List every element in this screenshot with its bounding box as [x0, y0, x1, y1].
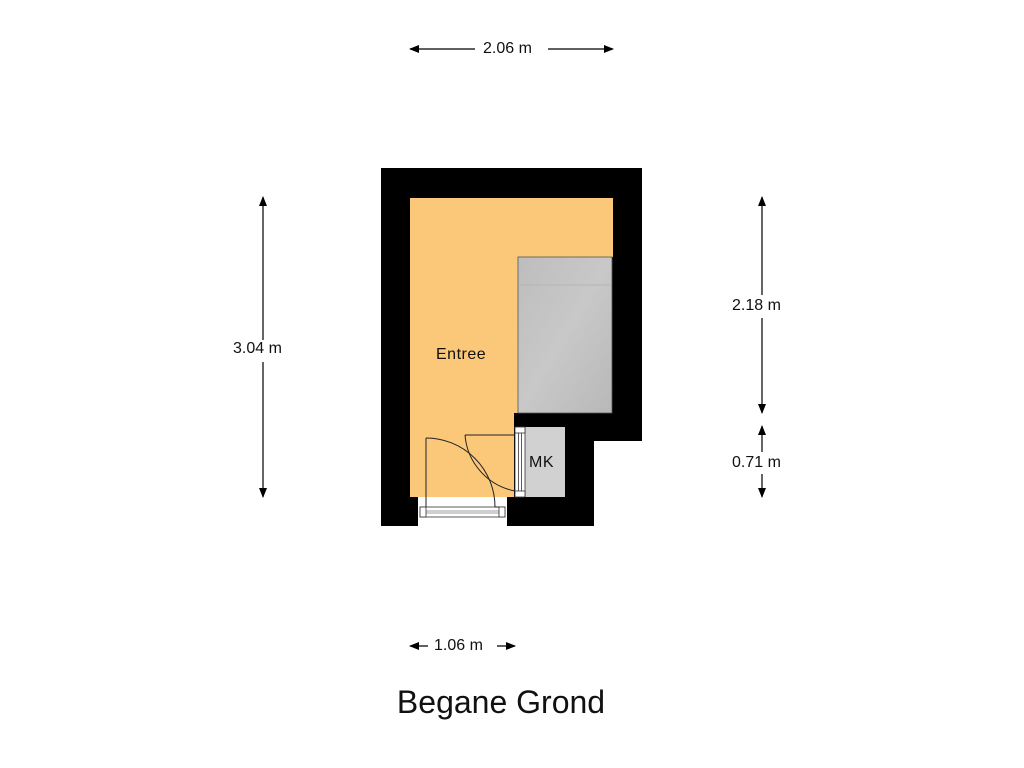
dimension-lines	[259, 45, 766, 650]
dimension-top-width: 2.06 m	[479, 40, 536, 58]
closet-door-frame	[514, 426, 526, 498]
room-label-mk: MK	[529, 454, 554, 471]
door-swings	[425, 434, 516, 508]
entrance-frame	[418, 497, 507, 526]
dimension-right-upper-height: 2.18 m	[728, 297, 785, 315]
floor-title: Begane Grond	[396, 684, 606, 720]
entree-floor	[410, 198, 613, 497]
dimension-left-height: 3.04 m	[229, 340, 286, 358]
room-label-entree: Entree	[436, 346, 487, 363]
mk-closet-floor	[525, 427, 565, 497]
dimension-right-lower-height: 0.71 m	[728, 454, 785, 472]
dimension-bottom-width: 1.06 m	[430, 637, 487, 655]
stairs	[517, 256, 613, 414]
